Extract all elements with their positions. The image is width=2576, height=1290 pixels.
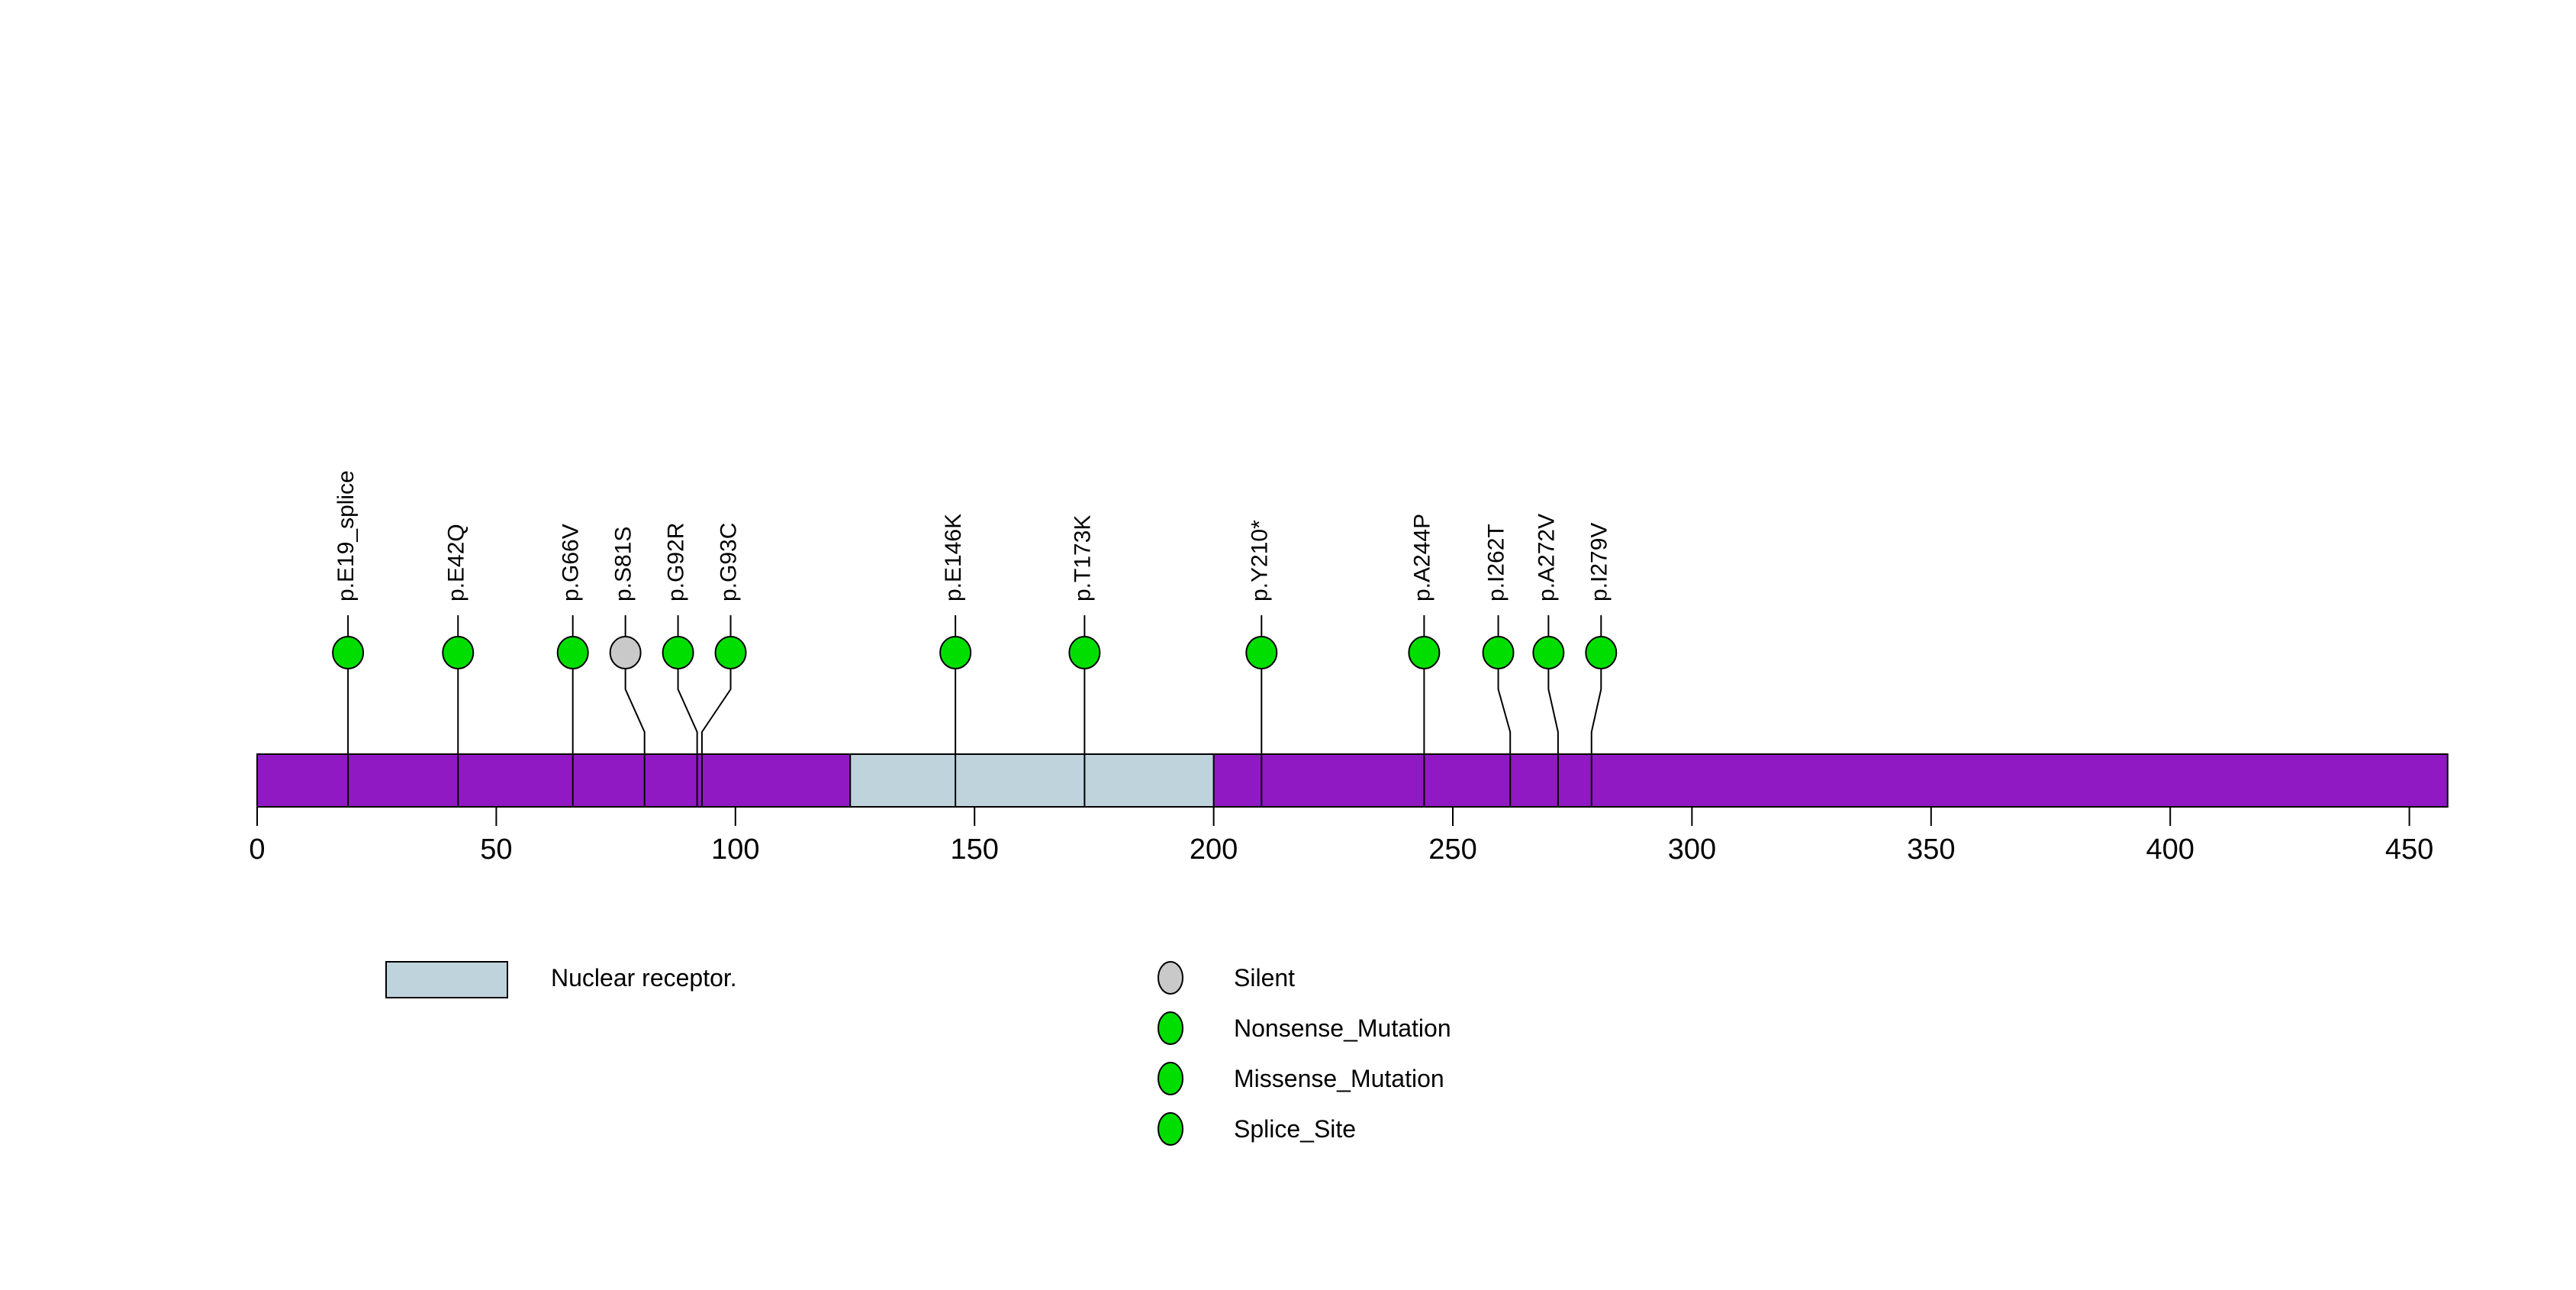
- mutation-circle: [662, 636, 694, 669]
- axis-tick-label: 50: [480, 834, 512, 866]
- mutation-circle: [556, 636, 589, 669]
- mutation-label: p.E146K: [941, 514, 966, 601]
- axis-tick-label: 150: [950, 834, 998, 866]
- mutation-circle: [714, 636, 747, 669]
- legend-type-label: Silent: [1234, 964, 1295, 992]
- mutation-label: p.G92R: [664, 523, 689, 601]
- axis-tick-label: 450: [2385, 834, 2433, 866]
- mutation-label: p.E42Q: [443, 524, 469, 601]
- legend-type-label: Missense_Mutation: [1234, 1065, 1444, 1092]
- legend-domain-label: Nuclear receptor.: [551, 964, 737, 992]
- mutation-label: p.G66V: [559, 524, 584, 601]
- legend-type-label: Nonsense_Mutation: [1234, 1014, 1451, 1042]
- mutation-circle: [442, 636, 475, 669]
- mutation-label: p.I262T: [1484, 524, 1509, 601]
- protein-backbone-bar: [256, 753, 2449, 808]
- mutation-label: p.A272V: [1534, 514, 1559, 601]
- axis-tick-label: 0: [249, 834, 265, 866]
- legend-type-swatch: [1158, 961, 1183, 995]
- mutation-circle: [609, 636, 642, 669]
- mutation-label: p.Y210*: [1247, 520, 1272, 601]
- axis-tick-label: 250: [1428, 834, 1476, 866]
- domain-rect: [849, 753, 1215, 808]
- mutation-circle: [332, 636, 365, 669]
- mutation-label: p.T173K: [1070, 515, 1095, 601]
- mutation-label: p.A244P: [1409, 514, 1435, 601]
- mutation-circle: [1585, 636, 1618, 669]
- mutation-label: p.E19_splice: [333, 470, 359, 601]
- legend-type-swatch: [1158, 1011, 1183, 1045]
- mutation-circle: [1532, 636, 1565, 669]
- legend-domain-swatch: [385, 961, 508, 998]
- mutation-circle: [939, 636, 972, 669]
- legend-type-swatch: [1158, 1062, 1183, 1095]
- axis-tick-label: 400: [2146, 834, 2194, 866]
- legend-type-label: Splice_Site: [1234, 1115, 1356, 1143]
- mutation-label: p.G93C: [716, 523, 742, 601]
- axis-tick-label: 300: [1668, 834, 1716, 866]
- axis-tick-label: 350: [1907, 834, 1955, 866]
- mutation-circle: [1245, 636, 1278, 669]
- axis-tick-label: 100: [711, 834, 759, 866]
- legend-type-swatch: [1158, 1112, 1183, 1146]
- mutation-circle: [1482, 636, 1515, 669]
- mutation-circle: [1408, 636, 1441, 669]
- mutation-circle: [1068, 636, 1101, 669]
- mutation-label: p.I279V: [1586, 523, 1612, 601]
- axis-tick-label: 200: [1190, 834, 1238, 866]
- mutation-label: p.S81S: [611, 527, 636, 601]
